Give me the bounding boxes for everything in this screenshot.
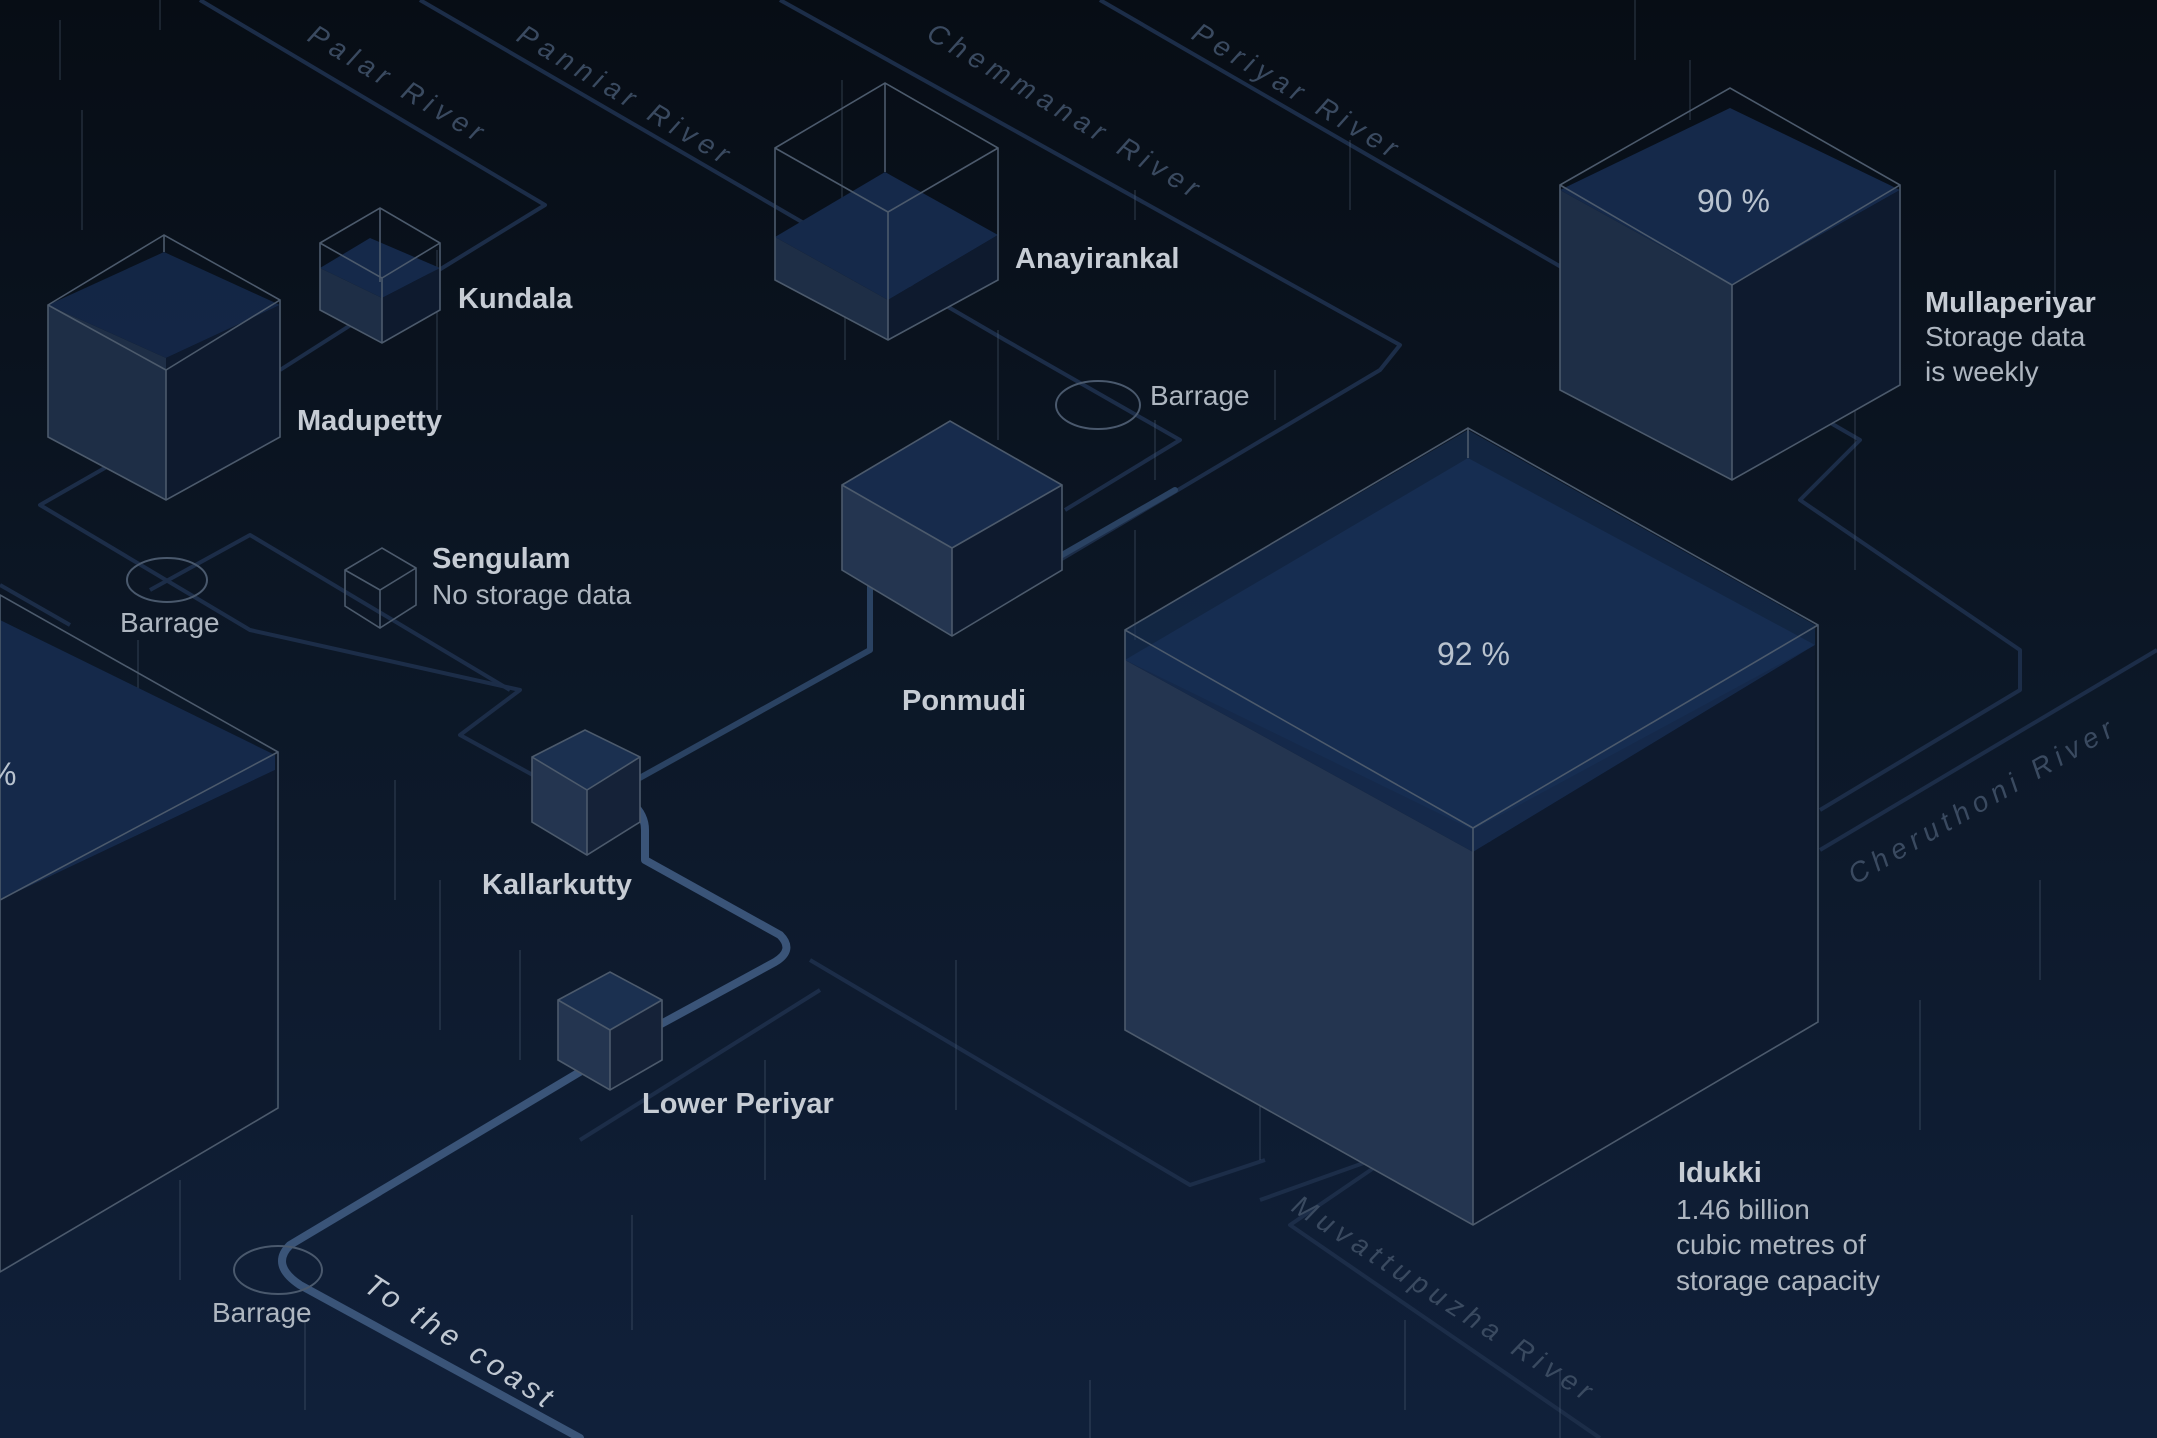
idukki-water-right <box>1473 645 1815 1225</box>
sengulam-note: No storage data <box>432 579 632 610</box>
mullaperiyar-name: Mullaperiyar <box>1925 287 2096 319</box>
kallarkutty-outline <box>531 729 641 856</box>
mullaperiyar-water-top <box>1560 108 1900 285</box>
cheruthoni-river-channel <box>1818 648 2157 852</box>
mullaperiyar-percent: 90 % <box>1697 183 1770 219</box>
dam-idukki: 92 % Idukki 1.46 billion cubic metres of… <box>1124 427 1880 1296</box>
anayirankal-water-top <box>775 172 998 300</box>
ponmudi-outline <box>841 420 1063 637</box>
ponmudi-to-anayirankal-flow <box>1059 487 1178 558</box>
left-cube-edge <box>0 594 279 1273</box>
muvattupuzha-river-channel <box>1259 1148 1602 1438</box>
lower-periyar-outline <box>557 971 663 1091</box>
kallarkutty-water-left <box>532 757 587 855</box>
left-partial-cube: % <box>0 594 279 1273</box>
mullaperiyar-outline <box>1559 87 1901 481</box>
idukki-percent: 92 % <box>1437 636 1510 672</box>
idukki-note-line3: storage capacity <box>1676 1265 1880 1296</box>
dam-madupetty: Madupetty <box>47 234 442 501</box>
kundala-water-right <box>382 268 440 343</box>
dam-ponmudi: Ponmudi <box>841 420 1063 717</box>
ponmudi-water-right <box>952 485 1062 636</box>
ponmudi-water-left <box>842 485 952 636</box>
left-cube-water-top <box>0 620 275 900</box>
left-cube-percent: % <box>0 756 16 792</box>
barrage-ring <box>1055 380 1141 430</box>
sengulam-name: Sengulam <box>432 543 571 575</box>
madupetty-outflow-channel <box>38 463 561 792</box>
lower-periyar-name: Lower Periyar <box>642 1088 834 1120</box>
kallarkutty-water-top <box>532 730 640 790</box>
barrage-label: Barrage <box>120 607 220 638</box>
muvattupuzha-river-label: Muvattupuzha River <box>1287 1189 1603 1409</box>
mullaperiyar-water-right <box>1732 190 1900 480</box>
ponmudi-name: Ponmudi <box>902 685 1026 717</box>
to-the-coast-label: To the coast <box>358 1268 562 1417</box>
anayirankal-name: Anayirankal <box>1015 243 1179 275</box>
palar-river-channel <box>198 0 547 372</box>
idukki-water-left <box>1125 660 1473 1225</box>
kallarkutty-water-right <box>587 757 640 855</box>
barrage-label: Barrage <box>1150 380 1250 411</box>
barrage-madupetty: Barrage <box>120 557 220 638</box>
idukki-water-top-highlight <box>1125 430 1815 830</box>
panniar-river-channel <box>418 0 1182 512</box>
kundala-name: Kundala <box>458 283 573 315</box>
anayirankal-water-right <box>888 235 998 340</box>
barrage-ring <box>233 1245 323 1295</box>
left-cube-water-front <box>0 770 275 1270</box>
lower-periyar-to-coast-flow <box>278 1026 654 1438</box>
barrage-ring <box>126 557 208 603</box>
dam-kundala: Kundala <box>319 207 573 344</box>
idukki-outflow-channel <box>578 988 822 1142</box>
cheruthoni-river-label: Cheruthoni River <box>1843 710 2124 890</box>
dam-lower-periyar: Lower Periyar <box>557 971 834 1120</box>
barrage-coast: Barrage <box>212 1245 323 1328</box>
idukki-name: Idukki <box>1678 1157 1762 1189</box>
lower-left-channel <box>808 958 1266 1187</box>
idukki-note-line2: cubic metres of <box>1676 1229 1866 1260</box>
sengulam-outline <box>344 547 417 629</box>
left-lower-channel <box>0 583 71 627</box>
barrage-label: Barrage <box>212 1297 312 1328</box>
palar-river-label: Palar River <box>303 19 494 151</box>
dam-anayirankal: Anayirankal <box>774 82 1179 341</box>
barrage-anayirankal: Barrage <box>1055 380 1250 430</box>
panniar-river-label: Panniar River <box>512 19 740 173</box>
mullaperiyar-water-left <box>1560 190 1732 480</box>
left-cube-edge-inner <box>0 751 279 901</box>
periyar-river-label: Periyar River <box>1187 17 1409 167</box>
sengulam-channel <box>149 533 512 692</box>
dam-sengulam: Sengulam No storage data <box>344 543 632 629</box>
chemmanar-river-channel <box>779 0 1402 562</box>
dam-kallarkutty: Kallarkutty <box>482 729 641 901</box>
anayirankal-water-left <box>775 237 888 340</box>
mullaperiyar-note-line1: Storage data <box>1925 321 2086 352</box>
madupetty-water-right <box>166 305 280 500</box>
kallarkutty-name: Kallarkutty <box>482 869 632 901</box>
chemmanar-river-label: Chemmanar River <box>922 17 1210 207</box>
kundala-water-left <box>320 268 382 343</box>
madupetty-name: Madupetty <box>297 405 442 437</box>
idukki-note-line1: 1.46 billion <box>1676 1194 1810 1225</box>
dam-mullaperiyar: 90 % Mullaperiyar Storage data is weekly <box>1559 87 2096 481</box>
madupetty-water-top <box>48 252 280 358</box>
mullaperiyar-note-line2: is weekly <box>1925 356 2039 387</box>
